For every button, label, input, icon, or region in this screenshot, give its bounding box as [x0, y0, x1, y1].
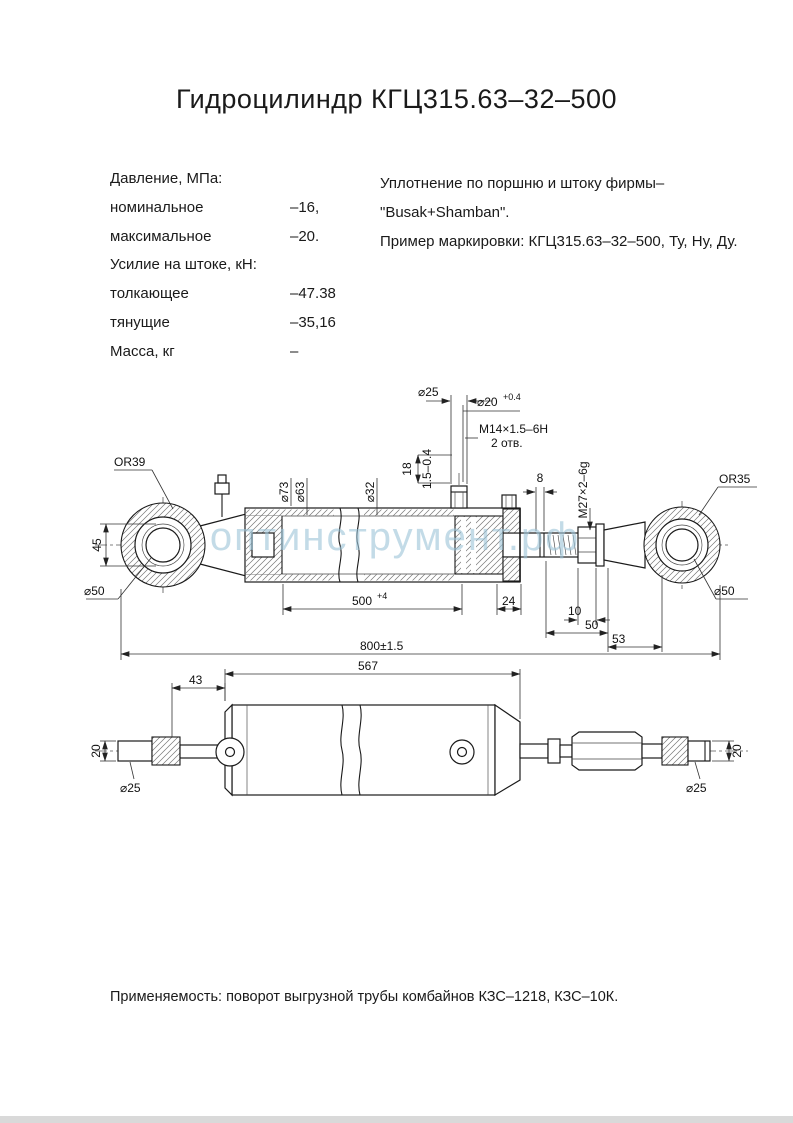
rod-nut — [577, 526, 597, 564]
dim-10: 10 — [568, 604, 582, 618]
drawing-title: Гидроцилиндр КГЦ315.63–32–500 — [175, 84, 618, 114]
dim-or39: OR39 — [114, 455, 146, 469]
dim-d25-right: ⌀25 — [686, 781, 707, 795]
spec-row: Масса, кг – — [110, 343, 336, 372]
spec-table: Давление, МПа: номинальное –16, максимал… — [110, 170, 336, 372]
spec-label: тянущие — [110, 313, 170, 331]
cylinder-outline-view — [117, 703, 711, 797]
dim-1-5: 1.5–0.4 — [420, 449, 434, 489]
rod-thread — [547, 534, 577, 556]
spec-row: Давление, МПа: — [110, 170, 336, 199]
spec-label: Усилие на штоке, кН: — [110, 256, 257, 274]
dim-50: 50 — [585, 618, 599, 632]
dim-24: 24 — [502, 594, 516, 608]
dim-d32: ⌀32 — [363, 481, 377, 502]
break-line — [356, 507, 360, 583]
spec-label: Давление, МПа: — [110, 170, 223, 187]
dim-d25-left: ⌀25 — [120, 781, 141, 795]
break-line — [338, 507, 342, 583]
spec-row: толкающее –47.38 — [110, 285, 336, 314]
right-eye-bore — [665, 528, 699, 562]
dim-d50-right: ⌀50 — [714, 584, 735, 598]
note-line: Уплотнение по поршню и штоку фирмы– — [380, 175, 665, 192]
note-line: Пример маркировки: КГЦ315.63–32–500, Ту,… — [380, 232, 738, 250]
spec-row: номинальное –16, — [110, 199, 336, 228]
dim-20-left: 20 — [89, 744, 103, 758]
dim-d20: ⌀20 — [477, 395, 498, 409]
dim-d25-port: ⌀25 — [418, 385, 439, 399]
spec-value: – — [290, 342, 299, 360]
grease-fitting — [214, 482, 230, 495]
front-cone — [494, 703, 521, 797]
application-note: Применяемость: поворот выгрузной трубы к… — [110, 989, 619, 1005]
dim-53: 53 — [612, 632, 626, 646]
dimension-lines — [86, 395, 757, 780]
break-line — [358, 704, 362, 796]
spec-row: максимальное –20. — [110, 228, 336, 257]
dim-m14: М14×1.5–6Н — [479, 422, 548, 436]
grease-fitting-cap — [217, 474, 227, 484]
watermark: оптинструмент.рф — [210, 515, 580, 559]
dim-m14-holes: 2 отв. — [491, 436, 523, 450]
dim-d50-left: ⌀50 — [84, 584, 105, 598]
dim-or35: OR35 — [719, 472, 751, 486]
oil-port — [450, 485, 468, 509]
dim-d20-tolerance: +0.4 — [503, 392, 521, 402]
spec-value: –47.38 — [290, 285, 336, 303]
rear-bearing-detail — [251, 532, 275, 558]
spec-label: толкающее — [110, 285, 189, 303]
dim-567: 567 — [358, 659, 378, 673]
left-stub — [117, 740, 153, 762]
oil-port-2 — [501, 494, 517, 509]
spec-label: номинальное — [110, 198, 204, 216]
spec-label: максимальное — [110, 227, 212, 245]
spec-row: Усилие на штоке, кН: — [110, 256, 336, 285]
rod-outline — [519, 743, 549, 759]
rod-eye-adapter — [603, 521, 646, 569]
left-collar — [151, 736, 181, 766]
dim-45: 45 — [90, 538, 104, 552]
dim-20-right: 20 — [730, 744, 744, 758]
notes-block: Уплотнение по поршню и штоку фирмы– "Bus… — [380, 170, 738, 256]
dim-8: 8 — [537, 471, 544, 485]
dim-800: 800±1.5 — [360, 639, 404, 653]
right-collar — [661, 736, 689, 766]
spec-value: –16, — [290, 198, 320, 216]
right-stub — [687, 740, 711, 762]
technical-drawing: OR39 45 ⌀50 ⌀25 ⌀20 +0.4 М14×1.5–6Н 2 от… — [84, 385, 757, 797]
dimension-labels: OR39 45 ⌀50 ⌀25 ⌀20 +0.4 М14×1.5–6Н 2 от… — [84, 385, 751, 795]
spec-value: –20. — [290, 227, 320, 245]
note-line: "Busak+Shamban". — [380, 203, 510, 221]
dim-43: 43 — [189, 673, 203, 687]
spec-value: –35,16 — [290, 313, 336, 331]
dim-m27: М27×2–6g — [576, 461, 590, 518]
page-bottom-edge — [0, 1116, 793, 1123]
spec-row: тянущие –35,16 — [110, 314, 336, 343]
dim-d73: ⌀73 — [277, 481, 291, 502]
dim-d63: ⌀63 — [293, 481, 307, 502]
dim-500-tolerance: +4 — [377, 591, 387, 601]
spec-label: Масса, кг — [110, 342, 175, 360]
dim-500: 500 — [352, 594, 372, 608]
washer — [595, 523, 605, 567]
dim-18: 18 — [400, 462, 414, 476]
left-eye-bore — [145, 527, 181, 563]
break-line — [340, 704, 344, 796]
coupler — [571, 731, 643, 771]
